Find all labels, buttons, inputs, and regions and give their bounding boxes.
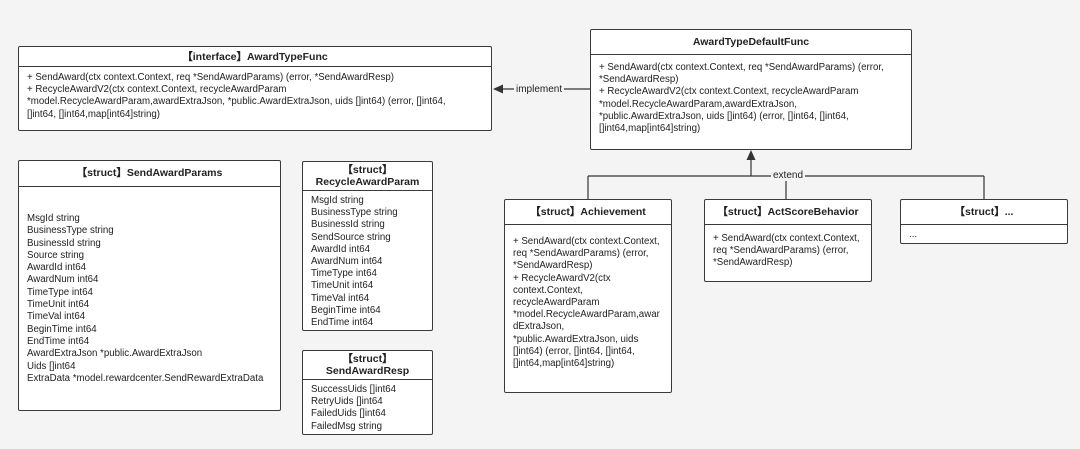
field-line: SendSource string — [311, 231, 391, 243]
method-line: *SendAwardResp) — [713, 257, 793, 269]
award-type-default-func[interactable]: AwardTypeDefaultFunc + SendAward(ctx con… — [590, 29, 912, 150]
method-line: *public.AwardExtraJson, uids — [513, 333, 639, 345]
achievement-methods: + SendAward(ctx context.Context, req *Se… — [505, 225, 671, 374]
send-award-resp-fields: SuccessUids []int64 RetryUids []int64 Fa… — [303, 380, 432, 437]
interface-methods: + SendAward(ctx context.Context, req *Se… — [19, 67, 491, 125]
method-line: + SendAward(ctx context.Context, req *Se… — [599, 62, 884, 73]
extend-label: extend — [771, 170, 806, 181]
method-line: *SendAwardResp) — [513, 260, 593, 272]
struct-act-score-behavior[interactable]: 【struct】ActScoreBehavior + SendAward(ctx… — [704, 199, 872, 282]
method-line: context.Context, — [513, 284, 584, 296]
field-line: MsgId string — [311, 195, 364, 206]
field-line: MsgId string — [27, 213, 80, 224]
method-line: req *SendAwardParams) (error, — [513, 248, 649, 260]
other-struct-methods: ... — [901, 225, 1067, 245]
field-line: AwardNum int64 — [27, 274, 99, 286]
send-award-params-fields: MsgId string BusinessType string Busines… — [19, 187, 280, 389]
struct-other[interactable]: 【struct】... ... — [900, 199, 1068, 244]
method-line: dExtraJson, — [513, 321, 565, 333]
method-line: []int64,map[int64]string) — [513, 358, 615, 370]
method-line: []int64, []int64,map[int64]string) — [27, 108, 161, 120]
extend-arrowhead — [746, 150, 756, 160]
method-line: ... — [909, 229, 918, 240]
method-line: *public.AwardExtraJson, uids []int64) (e… — [599, 110, 849, 122]
default-func-title: AwardTypeDefaultFunc — [591, 30, 911, 55]
method-line: *model.RecycleAwardParam,awardExtraJson, — [599, 98, 797, 110]
method-line: []int64,map[int64]string) — [599, 123, 701, 135]
method-line: *model.RecycleAwardParam,awardExtraJson,… — [27, 96, 446, 108]
field-line: TimeVal int64 — [311, 292, 370, 304]
method-line: *SendAwardResp) — [599, 74, 679, 86]
method-line: + RecycleAwardV2(ctx context.Context, re… — [599, 86, 859, 98]
method-line: req *SendAwardParams) (error, — [713, 245, 849, 257]
field-line: AwardId int64 — [27, 262, 87, 274]
method-line: + SendAward(ctx context.Context, — [513, 236, 660, 247]
act-score-behavior-methods: + SendAward(ctx context.Context, req *Se… — [705, 225, 871, 274]
send-award-params-title: 【struct】SendAwardParams — [19, 161, 280, 187]
field-line: EndTime int64 — [311, 317, 374, 329]
field-line: AwardId int64 — [311, 243, 371, 255]
other-struct-title: 【struct】... — [901, 200, 1067, 225]
implement-label: implement — [514, 84, 565, 95]
field-line: BeginTime int64 — [27, 323, 97, 335]
default-func-methods: + SendAward(ctx context.Context, req *Se… — [591, 55, 911, 139]
field-line: AwardExtraJson *public.AwardExtraJson — [27, 348, 203, 360]
field-line: FailedUids []int64 — [311, 408, 386, 420]
method-line: recycleAwardParam — [513, 297, 600, 309]
method-line: + SendAward(ctx context.Context, — [713, 233, 860, 244]
field-line: Source string — [27, 249, 85, 261]
field-line: Uids []int64 — [27, 360, 76, 372]
field-line: BeginTime int64 — [311, 304, 381, 316]
interface-title: 【interface】AwardTypeFunc — [19, 47, 491, 67]
field-line: BusinessType string — [311, 207, 398, 219]
method-line: []int64) (error, []int64, []int64, — [513, 345, 635, 357]
field-line: RetryUids []int64 — [311, 396, 383, 408]
field-line: AwardNum int64 — [311, 256, 383, 268]
field-line: ExtraData *model.rewardcenter.SendReward… — [27, 372, 264, 384]
field-line: SuccessUids []int64 — [311, 384, 397, 395]
field-line: TimeType int64 — [311, 268, 377, 280]
field-line: TimeVal int64 — [27, 311, 86, 323]
method-line: + RecycleAwardV2(ctx context.Context, re… — [27, 84, 287, 96]
field-line: TimeType int64 — [27, 286, 93, 298]
interface-award-type-func[interactable]: 【interface】AwardTypeFunc + SendAward(ctx… — [18, 46, 492, 131]
field-line: TimeUnit int64 — [27, 299, 90, 311]
send-award-resp-title: 【struct】 SendAwardResp — [303, 351, 432, 380]
achievement-title: 【struct】Achievement — [505, 200, 671, 225]
field-line: FailedMsg string — [311, 420, 383, 432]
recycle-award-param-fields: MsgId string BusinessType string Busines… — [303, 191, 432, 333]
field-line: EndTime int64 — [27, 335, 90, 347]
field-line: BusinessId string — [27, 237, 101, 249]
implement-arrowhead — [493, 84, 503, 94]
method-line: *model.RecycleAwardParam,awar — [513, 309, 660, 321]
field-line: BusinessType string — [27, 225, 114, 237]
field-line: TimeUnit int64 — [311, 280, 374, 292]
struct-send-award-params[interactable]: 【struct】SendAwardParams MsgId string Bus… — [18, 160, 281, 411]
recycle-award-param-title: 【struct】 RecycleAwardParam — [303, 162, 432, 191]
struct-achievement[interactable]: 【struct】Achievement + SendAward(ctx cont… — [504, 199, 672, 393]
field-line: BusinessId string — [311, 219, 385, 231]
act-score-behavior-title: 【struct】ActScoreBehavior — [705, 200, 871, 225]
method-line: + RecycleAwardV2(ctx — [513, 272, 611, 284]
struct-recycle-award-param[interactable]: 【struct】 RecycleAwardParam MsgId string … — [302, 161, 433, 331]
struct-send-award-resp[interactable]: 【struct】 SendAwardResp SuccessUids []int… — [302, 350, 433, 435]
method-line: + SendAward(ctx context.Context, req *Se… — [27, 72, 394, 83]
